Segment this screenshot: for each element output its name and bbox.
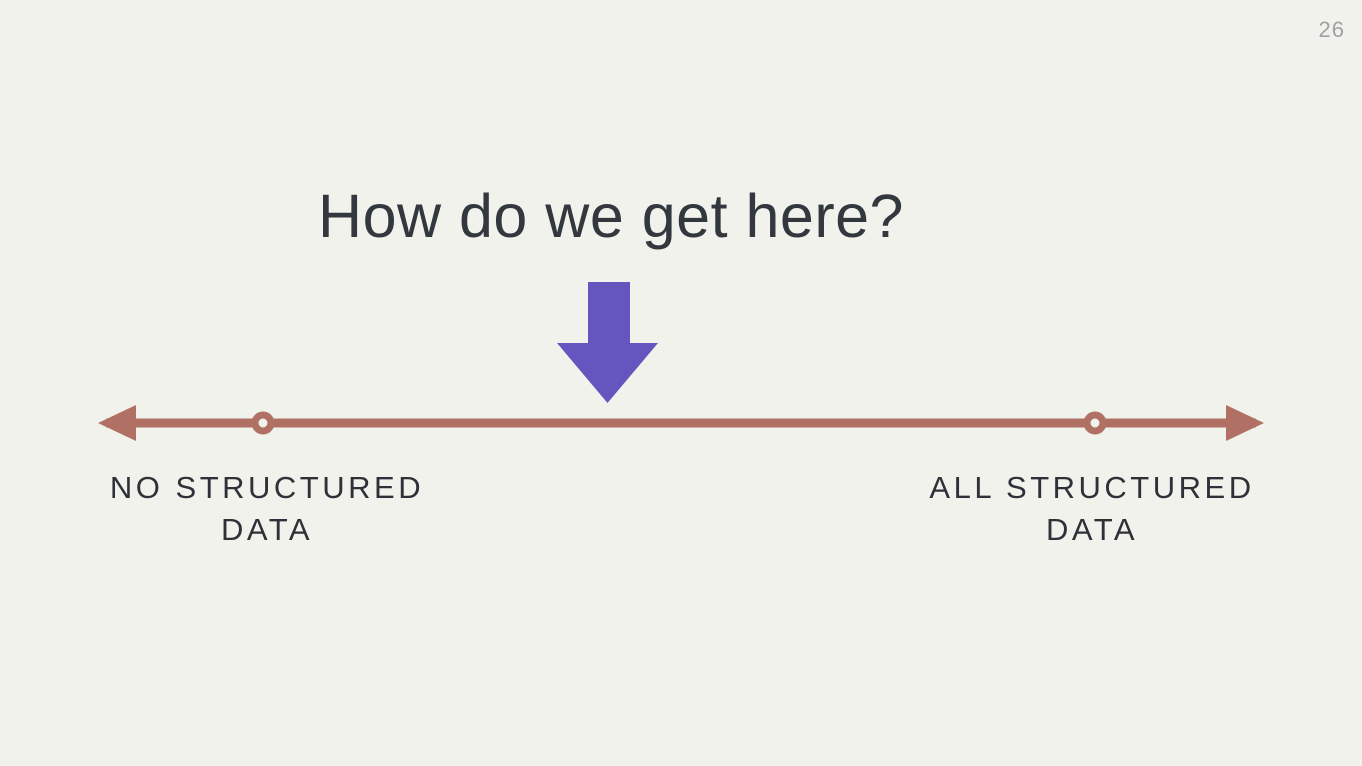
down-arrow-shape bbox=[557, 282, 658, 403]
spectrum-axis bbox=[98, 405, 1264, 441]
left-point-marker bbox=[251, 411, 275, 435]
left-axis-label-line1: NO STRUCTURED bbox=[109, 470, 425, 505]
down-arrow-icon bbox=[557, 282, 658, 403]
left-arrowhead-icon bbox=[98, 405, 136, 441]
page-number: 26 bbox=[1318, 17, 1345, 42]
left-axis-label-line2: DATA bbox=[220, 512, 314, 547]
left-axis-label: NO STRUCTURED DATA bbox=[110, 467, 424, 551]
right-axis-label-line2: DATA bbox=[1045, 512, 1139, 547]
right-axis-label-line1: ALL STRUCTURED bbox=[929, 470, 1255, 505]
right-point-marker bbox=[1083, 411, 1107, 435]
slide-title: How do we get here? bbox=[318, 182, 904, 250]
right-arrowhead-icon bbox=[1226, 405, 1264, 441]
right-axis-label: ALL STRUCTURED DATA bbox=[929, 467, 1254, 551]
